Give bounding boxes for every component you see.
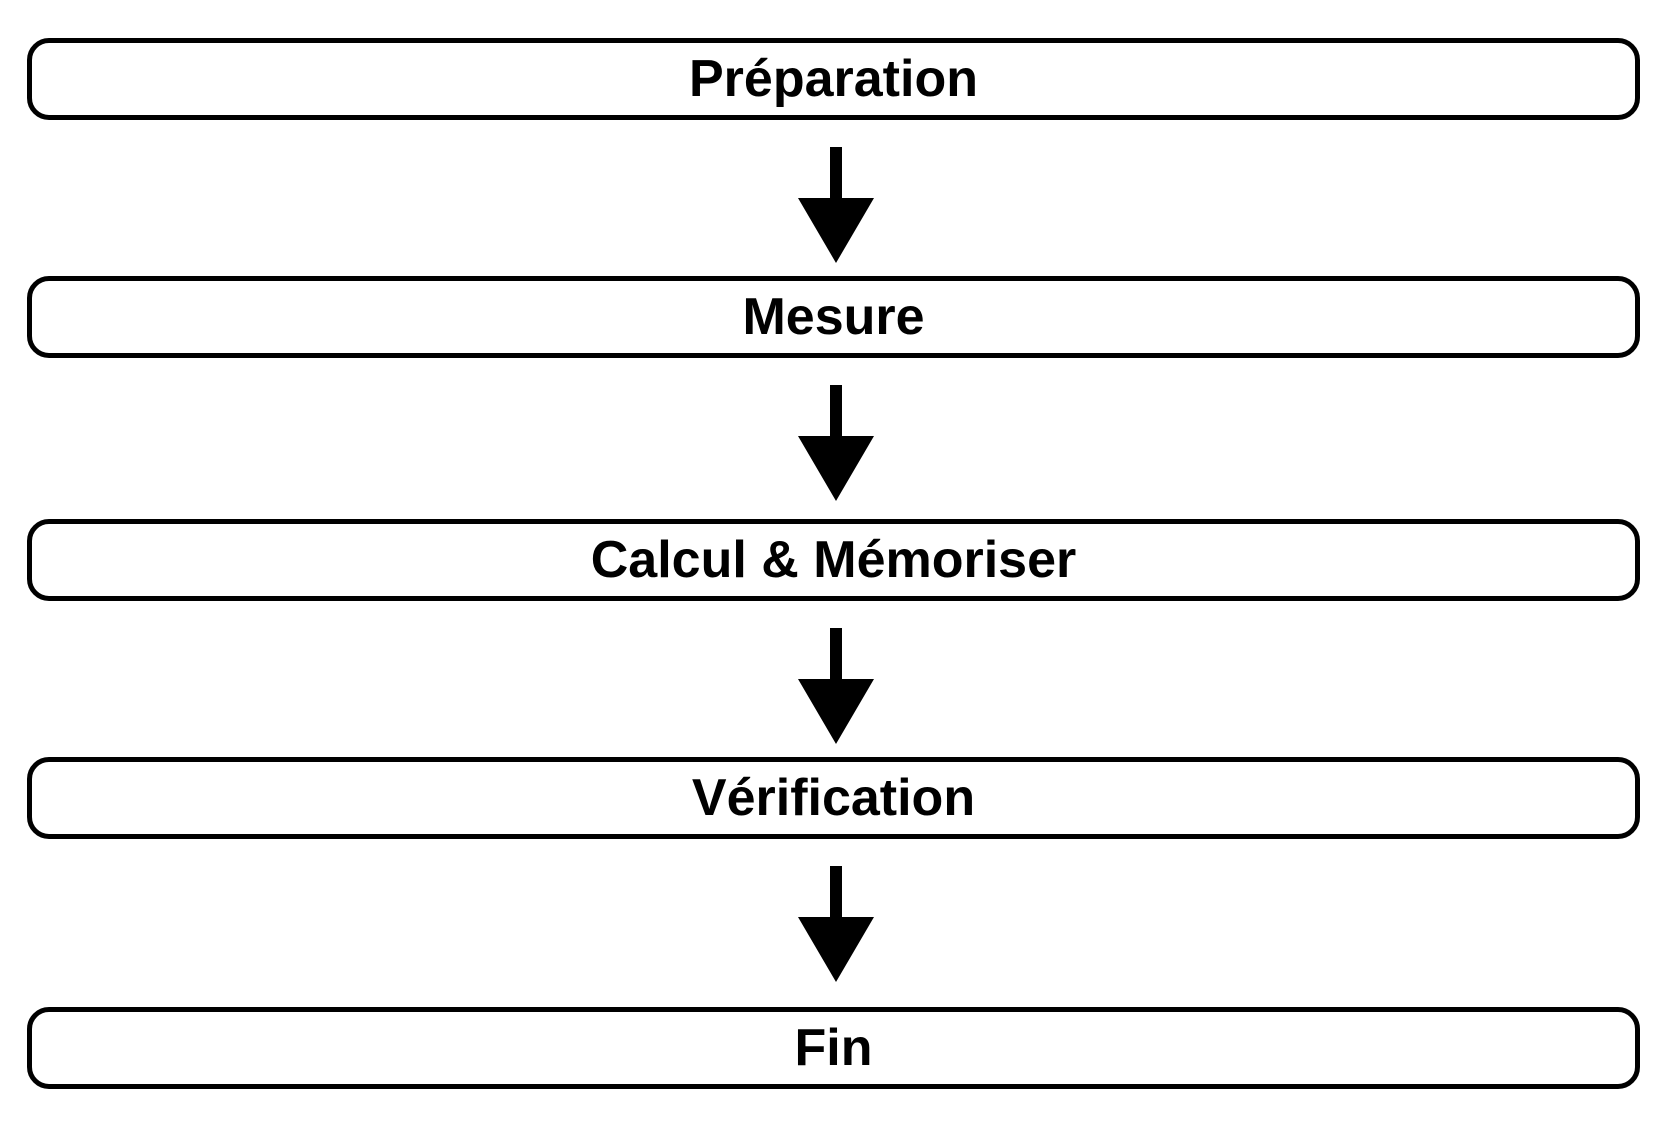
step-label: Préparation — [689, 50, 978, 108]
arrow-down-icon — [798, 385, 874, 501]
step-calcul-memoriser: Calcul & Mémoriser — [27, 519, 1640, 601]
arrow-down-icon — [798, 866, 874, 982]
step-verification: Vérification — [27, 757, 1640, 839]
step-label: Calcul & Mémoriser — [590, 531, 1077, 589]
step-label: Fin — [794, 1019, 873, 1077]
step-label: Mesure — [742, 288, 925, 346]
arrow-down-icon — [798, 147, 874, 263]
step-label: Vérification — [691, 769, 976, 827]
step-fin: Fin — [27, 1007, 1640, 1089]
step-mesure: Mesure — [27, 276, 1640, 358]
arrow-down-icon — [798, 628, 874, 744]
step-preparation: Préparation — [27, 38, 1640, 120]
